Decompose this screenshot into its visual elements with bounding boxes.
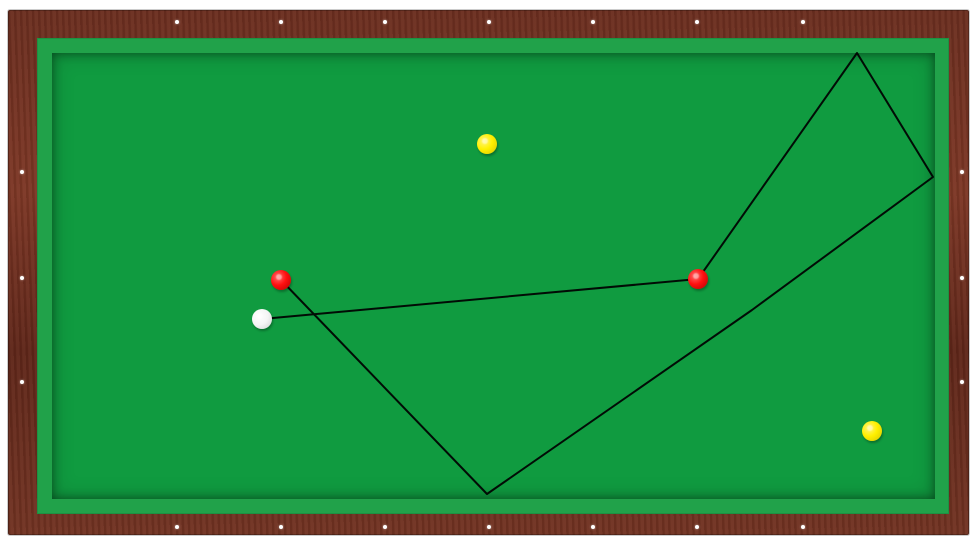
rail-diamond-left-2 <box>20 276 24 280</box>
rail-diamond-top-2 <box>279 20 283 24</box>
rail-diamond-left-1 <box>20 170 24 174</box>
rail-diamond-bottom-4 <box>487 525 491 529</box>
rail-diamond-bottom-3 <box>383 525 387 529</box>
yellow-ball-top[interactable] <box>477 134 497 154</box>
rail-diamond-bottom-2 <box>279 525 283 529</box>
red-ball-right[interactable] <box>688 269 708 289</box>
rail-diamond-top-5 <box>591 20 595 24</box>
rail-diamond-right-2 <box>960 276 964 280</box>
yellow-ball-bottom[interactable] <box>862 421 882 441</box>
rail-diamond-top-6 <box>695 20 699 24</box>
red-ball-left[interactable] <box>271 270 291 290</box>
table-cloth <box>52 53 935 499</box>
rail-diamond-bottom-6 <box>695 525 699 529</box>
cue-ball-white[interactable] <box>252 309 272 329</box>
rail-diamond-right-1 <box>960 170 964 174</box>
rail-diamond-top-7 <box>801 20 805 24</box>
rail-diamond-top-3 <box>383 20 387 24</box>
rail-diamond-bottom-7 <box>801 525 805 529</box>
rail-diamond-top-1 <box>175 20 179 24</box>
rail-diamond-bottom-1 <box>175 525 179 529</box>
rail-diamond-right-3 <box>960 380 964 384</box>
rail-diamond-left-3 <box>20 380 24 384</box>
rail-diamond-bottom-5 <box>591 525 595 529</box>
rail-diamond-top-4 <box>487 20 491 24</box>
